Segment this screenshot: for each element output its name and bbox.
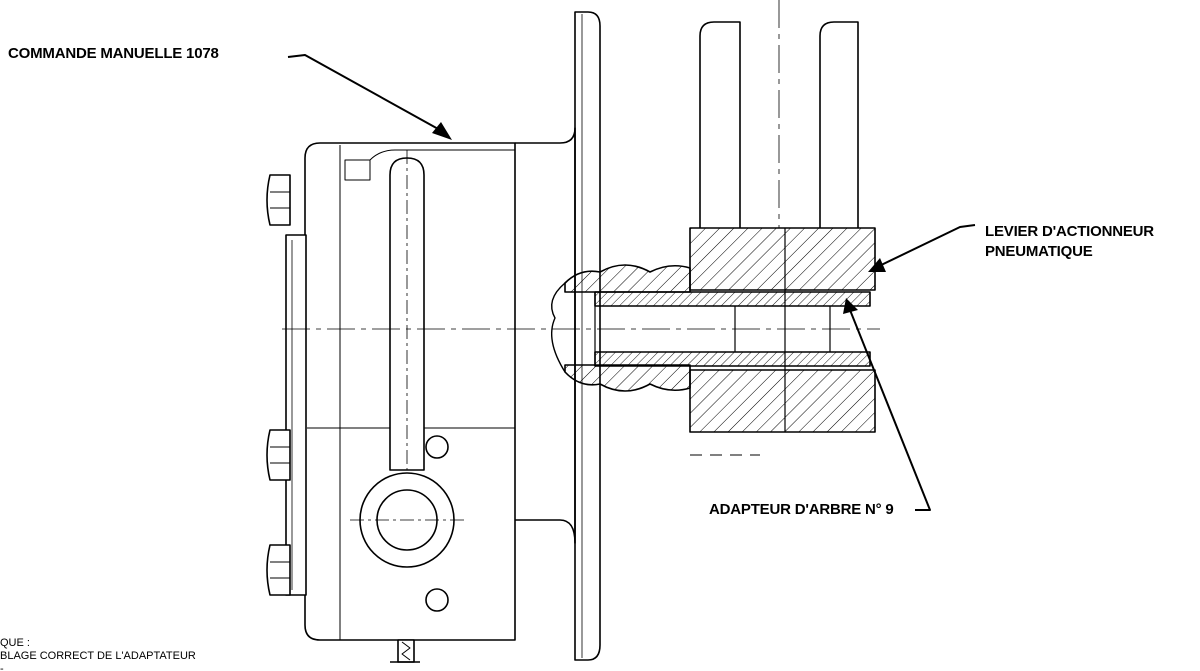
shaft-adaptor-bottom xyxy=(594,351,871,367)
actuator-lever-lower xyxy=(689,369,876,433)
callout-actuator-lever-line1: LEVIER D'ACTIONNEUR xyxy=(985,223,1154,240)
leader-actuator-lever xyxy=(874,224,976,269)
callout-manual-handwheel: COMMANDE MANUELLE 1078 xyxy=(8,45,219,62)
lever-fork-left xyxy=(699,21,741,228)
leader-shaft-adaptor xyxy=(849,309,931,511)
note-line-2: BLAGE CORRECT DE L'ADAPTATEUR xyxy=(0,650,196,662)
mounting-plate xyxy=(574,11,601,661)
lever-fork-right xyxy=(819,21,859,228)
arrow-actuator-lever xyxy=(868,258,886,272)
note-line-3: - xyxy=(0,663,4,671)
bolt-upper xyxy=(266,174,291,226)
shaft-adaptor-top xyxy=(594,291,871,307)
callout-shaft-adaptor: ADAPTEUR D'ARBRE N° 9 xyxy=(709,501,894,518)
leader-manual-handwheel xyxy=(287,54,441,131)
arrow-shaft-adaptor xyxy=(843,298,858,314)
bolt-middle xyxy=(266,429,291,481)
shaft-sleeve-top xyxy=(564,264,691,293)
left-cover xyxy=(285,234,307,596)
boss-lower xyxy=(425,588,449,612)
bolt-lower xyxy=(266,544,291,596)
arrow-manual-handwheel xyxy=(432,122,452,140)
callout-actuator-lever-line2: PNEUMATIQUE xyxy=(985,243,1093,260)
boss-upper xyxy=(425,435,449,459)
shaft-sleeve-bottom xyxy=(564,364,691,392)
note-line-1: QUE : xyxy=(0,637,30,649)
housing-neck xyxy=(515,127,576,544)
actuator-lever-upper xyxy=(689,227,876,291)
